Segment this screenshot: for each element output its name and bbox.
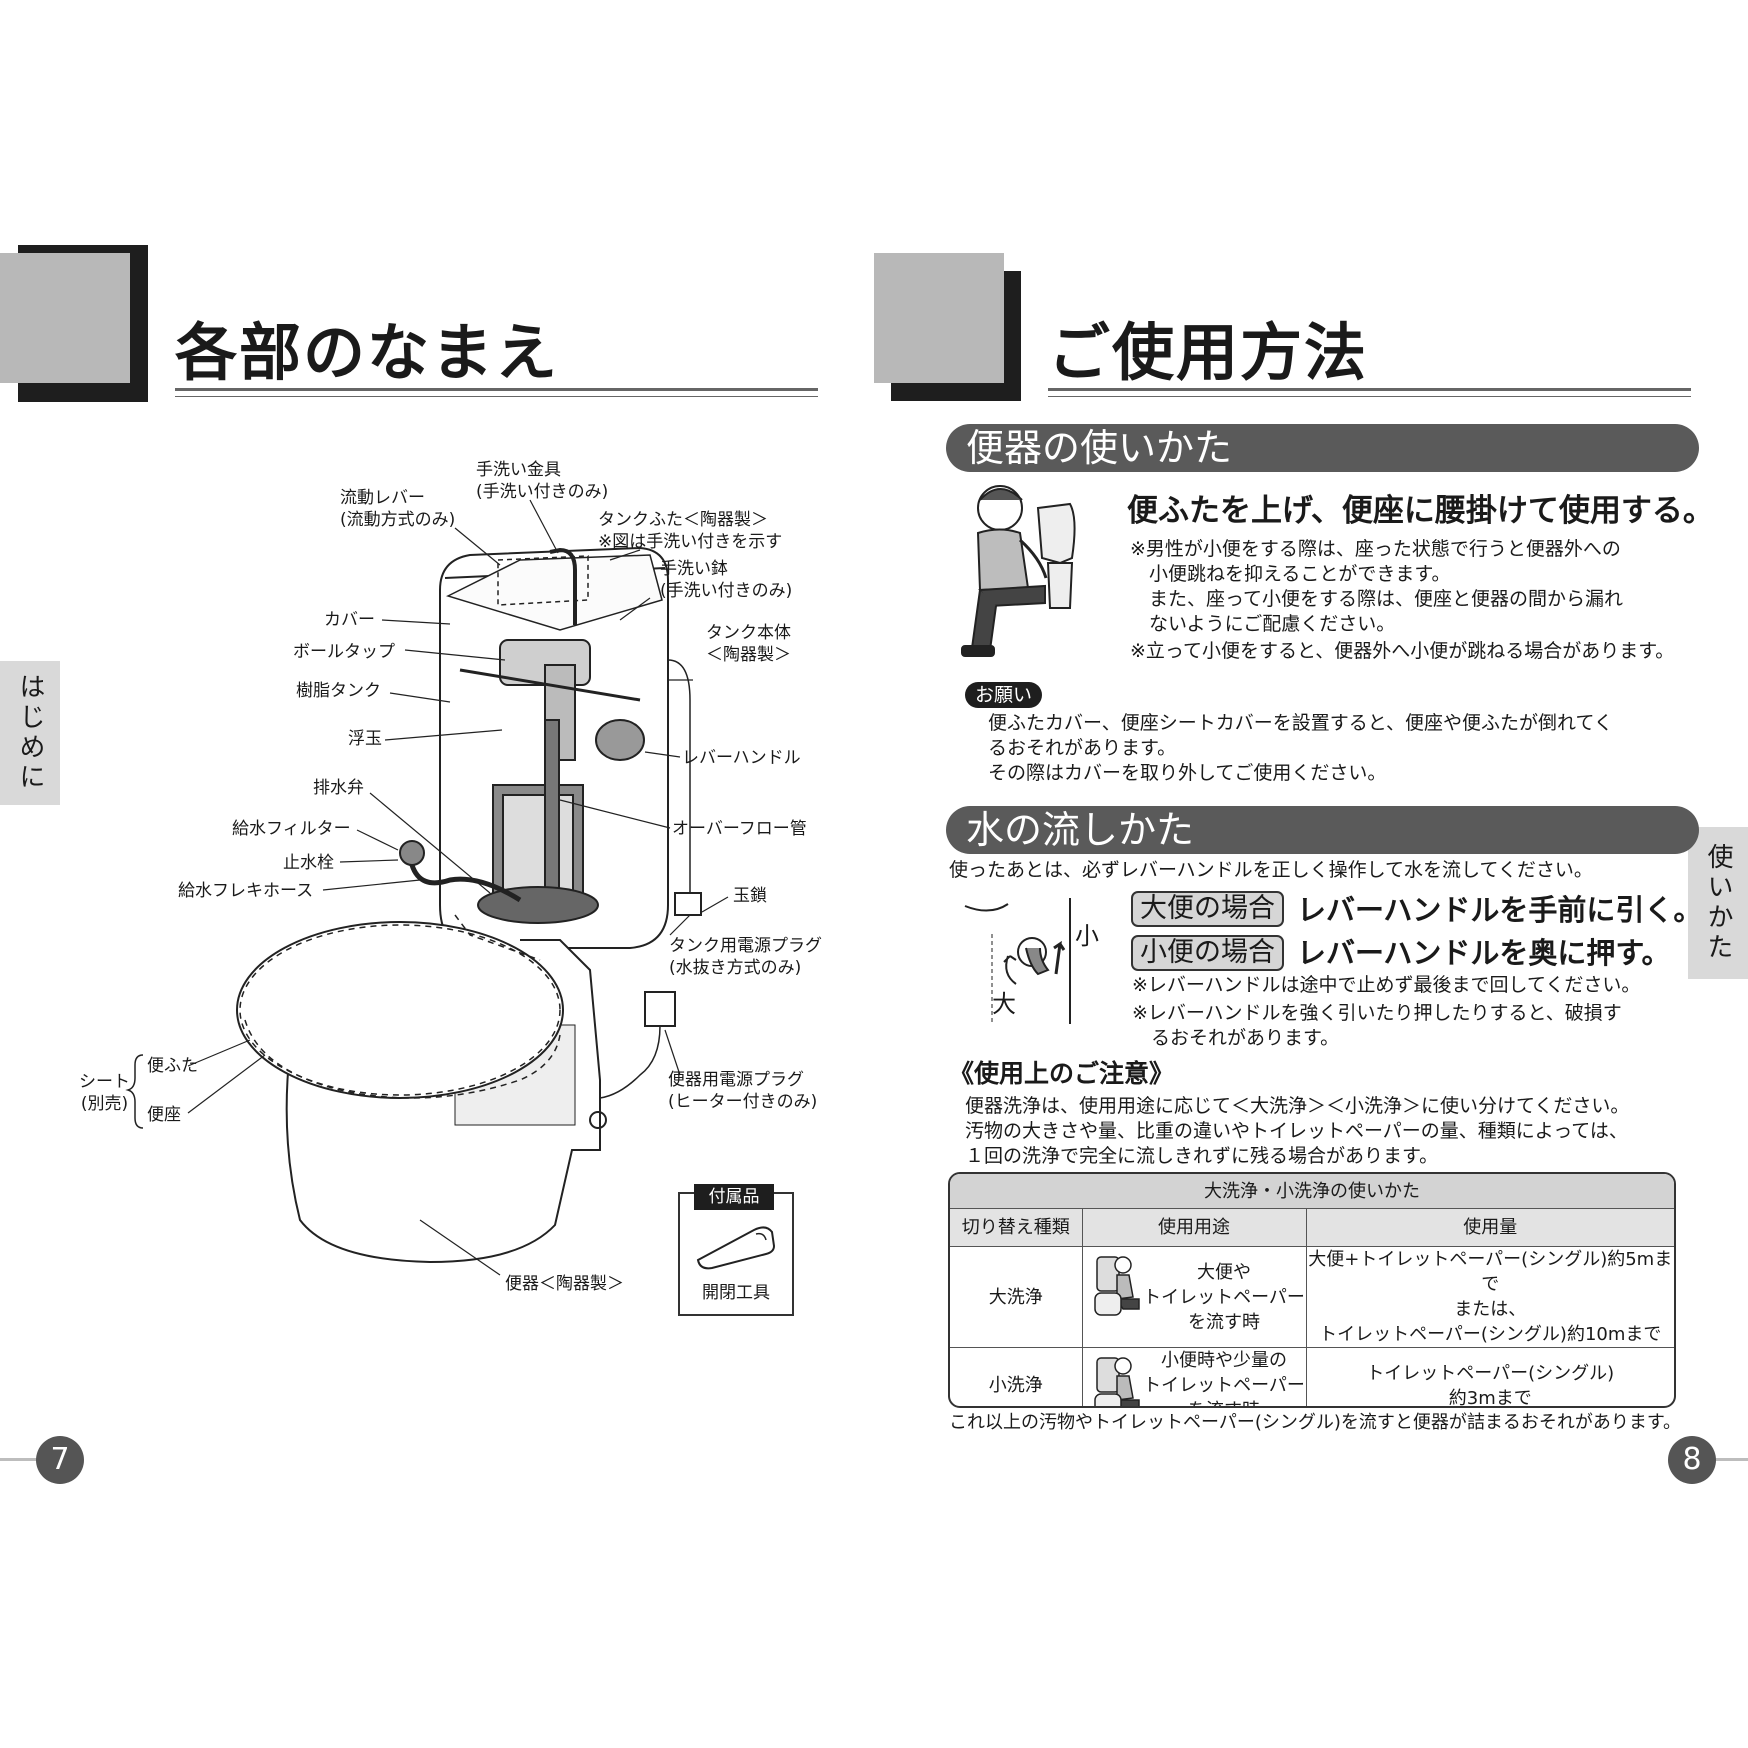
label-bowl: 便器＜陶器製＞ [505,1274,624,1294]
label-drain-valve: 排水弁 [313,778,364,798]
table-footnote: これ以上の汚物やトイレットペーパー(シングル)を流すと便器が詰まるおそれがありま… [949,1412,1682,1433]
right-page-number: 8 [1668,1436,1716,1484]
label-seat: 便座 [147,1105,181,1125]
label-cover: カバー [324,610,375,630]
toilet-usage-note-2: 小便跳ねを抑えることができます。 [1130,563,1451,585]
lever-large-label: 大 [992,990,1016,1018]
section-toilet-usage-heading: 便器の使いかた [946,424,1699,472]
lever-note-3: るおそれがあります。 [1132,1027,1340,1049]
table-header-amount: 使用量 [1305,1208,1674,1247]
toilet-usage-note-4: ないようにご配慮ください。 [1130,613,1396,635]
row-large-type: 大洗浄 [950,1246,1083,1348]
accessory-name: 開閉工具 [702,1283,770,1303]
lever-handle-illustration [964,898,1071,1024]
label-lid: 便ふた [147,1056,198,1076]
left-side-tab: はじめに [0,661,60,805]
toilet-usage-main-instruction: 便ふたを上げ、便座に腰掛けて使用する。 [1127,493,1714,529]
left-header-block-grey [0,253,130,383]
row-small-use: 小便時や少量の トイレットペーパー を流す時 [1081,1347,1307,1406]
label-resin-tank: 樹脂タンク [296,681,381,701]
flush-usage-table: 大洗浄・小洗浄の使いかた 切り替え種類 使用用途 使用量 大洗浄 大便や [948,1172,1676,1408]
right-page-line [1712,1458,1748,1461]
label-seat-group: シート (別売) [79,1072,130,1114]
table-header-use: 使用用途 [1081,1208,1307,1247]
opening-tool-icon [696,1226,776,1270]
right-title-rule-thin [1048,396,1691,397]
row-small-use-text: 小便時や少量の トイレットペーパー を流す時 [1143,1350,1305,1406]
request-text-2: るおそれがあります。 [988,737,1177,759]
left-title-rule [175,388,818,391]
small-flush-tag: 小便の場合 [1131,935,1284,971]
row-large-amount: 大便+トイレットペーパー(シングル)約5mまで または、 トイレットペーパー(シ… [1305,1246,1674,1348]
seated-person-small-icon [1093,1256,1140,1316]
label-hand-bowl: 手洗い鉢 (手洗い付きのみ) [660,559,793,601]
right-title-rule [1048,388,1691,391]
left-page-line [0,1458,40,1461]
label-ball-tap: ボールタップ [293,642,395,662]
table-row: 大洗浄 大便や トイレットペーパー を流す時 大便+トイレットペーパー(シングル… [950,1246,1674,1348]
left-page-title: 各部のなまえ [175,316,560,389]
label-stop-valve: 止水栓 [283,853,334,873]
toilet-parts-diagram [125,499,729,1276]
row-large-use: 大便や トイレットペーパー を流す時 [1081,1246,1307,1348]
label-flow-lever: 流動レバー (流動方式のみ) [340,488,456,530]
lever-note-1: ※レバーハンドルは途中で止めず最後まで回してください。 [1132,974,1641,996]
flushing-intro: 使ったあとは、必ずレバーハンドルを正しく操作して水を流してください。 [949,859,1593,881]
table-header-type: 切り替え種類 [950,1208,1083,1247]
accessory-box: 付属品 開閉工具 [678,1184,794,1316]
row-large-use-text: 大便や トイレットペーパー を流す時 [1143,1261,1305,1333]
label-float: 浮玉 [348,729,382,749]
seated-person-illustration [961,485,1076,657]
left-title-rule-thin [175,396,818,397]
toilet-usage-note-1: ※男性が小便をする際は、座った状態で行うと便器外への [1130,538,1621,560]
label-ball-chain: 玉鎖 [733,886,767,906]
lever-small-label: 小 [1075,922,1099,950]
lever-note-2: ※レバーハンドルを強く引いたり押したりすると、破損す [1132,1002,1622,1024]
request-text-3: その際はカバーを取り外してご使用ください。 [988,762,1387,784]
toilet-usage-note-3: また、座って小便をする際は、便座と便器の間から漏れ [1130,588,1624,610]
label-tank-body: タンク本体 ＜陶器製＞ [706,623,791,665]
request-badge: お願い [965,682,1043,708]
seated-person-small-icon [1093,1357,1140,1406]
caution-text-1: 便器洗浄は、使用用途に応じて＜大洗浄＞＜小洗浄＞に使い分けてください。 [965,1095,1630,1117]
toilet-usage-note-5: ※立って小便をすると、便器外へ小便が跳ねる場合があります。 [1130,640,1675,662]
section-flushing-heading: 水の流しかた [946,806,1699,854]
label-faucet: 手洗い金具 (手洗い付きのみ) [476,460,609,502]
caution-heading: 《使用上のご注意》 [949,1059,1175,1088]
right-side-tab: 使いかた [1688,827,1748,979]
table-row: 小洗浄 小便時や少量の トイレットペーパー を流す時 トイレットペーパー(シング… [950,1347,1674,1406]
label-water-filter: 給水フィルター [232,819,351,839]
label-overflow-pipe: オーバーフロー管 [672,819,807,839]
small-flush-instruction: レバーハンドルを奥に押す。 [1297,936,1671,970]
accessory-title: 付属品 [694,1184,774,1210]
caution-text-2: 汚物の大きさや量、比重の違いやトイレットペーパーの量、種類によっては、 [965,1120,1628,1142]
label-tank-plug: タンク用電源プラグ (水抜き方式のみ) [669,936,822,978]
row-small-amount: トイレットペーパー(シングル) 約3mまで [1305,1347,1674,1406]
caution-text-3: １回の洗浄で完全に流しきれずに残る場合があります。 [965,1145,1439,1167]
large-flush-tag: 大便の場合 [1131,891,1284,927]
row-small-type: 小洗浄 [950,1347,1083,1406]
label-tank-lid: タンクふた＜陶器製＞ ※図は手洗い付きを示す [598,510,783,552]
request-text-1: 便ふたカバー、便座シートカバーを設置すると、便座や便ふたが倒れてく [988,712,1613,734]
left-page-number: 7 [36,1436,84,1484]
label-lever-handle: レバーハンドル [682,748,801,768]
right-header-block-grey [874,253,1004,383]
table-caption: 大洗浄・小洗浄の使いかた [950,1174,1674,1209]
label-flex-hose: 給水フレキホース [178,881,314,901]
right-page-title: ご使用方法 [1048,316,1369,389]
label-toilet-plug: 便器用電源プラグ (ヒーター付きのみ) [668,1070,818,1112]
large-flush-instruction: レバーハンドルを手前に引く。 [1297,893,1703,927]
